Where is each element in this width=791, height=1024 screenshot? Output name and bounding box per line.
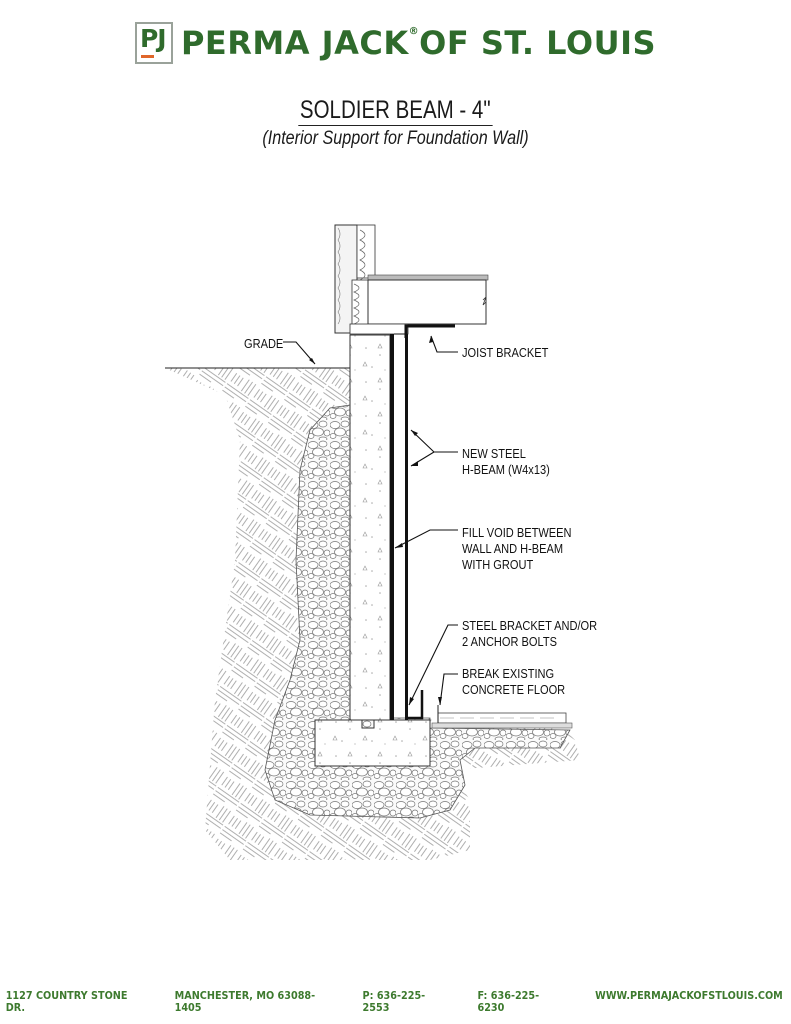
footing bbox=[314, 719, 431, 767]
gravel-backfill bbox=[264, 404, 571, 819]
drawing-title-block: SOLDIER BEAM - 4" (Interior Support for … bbox=[0, 96, 791, 150]
h-beam-flange-right bbox=[405, 334, 408, 720]
brand-name: PERMA JACK®OF ST. LOUIS bbox=[181, 24, 656, 62]
label-grade: GRADE bbox=[244, 336, 284, 351]
logo-accent-bar bbox=[140, 55, 154, 58]
wall-framing bbox=[334, 224, 358, 334]
footer-fax: F: 636-225-6230 bbox=[477, 990, 539, 1014]
bottom-bracket bbox=[408, 690, 424, 720]
label-steel-bracket-line1: STEEL BRACKET AND/OR bbox=[462, 618, 598, 633]
company-header: PJ PERMA JACK®OF ST. LOUIS bbox=[0, 22, 791, 64]
logo-mark: PJ bbox=[139, 24, 167, 53]
footer-city: MANCHESTER, MO 63088-1405 bbox=[175, 990, 316, 1014]
contact-footer: 1127 COUNTRY STONE DR. MANCHESTER, MO 63… bbox=[0, 990, 791, 1014]
joist-bracket bbox=[404, 324, 455, 338]
brand-name-suffix: OF ST. LOUIS bbox=[419, 24, 657, 62]
label-break-floor-line2: CONCRETE FLOOR bbox=[462, 682, 566, 697]
drawing-subtitle: (Interior Support for Foundation Wall) bbox=[262, 128, 529, 149]
subfloor bbox=[367, 274, 489, 281]
pj-logo-icon: PJ bbox=[134, 22, 173, 64]
label-fill-void-line3: WITH GROUT bbox=[462, 557, 534, 572]
brand-name-main: PERMA JACK bbox=[180, 24, 409, 62]
label-joist-bracket: JOIST BRACKET bbox=[462, 345, 549, 360]
floor-joist bbox=[367, 279, 487, 325]
label-new-steel-line2: H-BEAM (W4x13) bbox=[462, 462, 550, 477]
foundation-wall bbox=[349, 334, 391, 721]
label-fill-void-line1: FILL VOID BETWEEN bbox=[462, 525, 572, 540]
drawing-title: SOLDIER BEAM - 4" bbox=[298, 96, 493, 126]
label-steel-bracket-line2: 2 ANCHOR BOLTS bbox=[462, 634, 557, 649]
footer-phone: P: 636-225-2553 bbox=[363, 990, 426, 1014]
label-new-steel-line1: NEW STEEL bbox=[462, 446, 526, 461]
label-break-floor-line1: BREAK EXISTING bbox=[462, 666, 555, 681]
footer-website[interactable]: WWW.PERMAJACKOFSTLOUIS.COM bbox=[595, 990, 783, 1002]
label-fill-void-line2: WALL AND H-BEAM bbox=[462, 541, 564, 556]
footer-address: 1127 COUNTRY STONE DR. bbox=[5, 990, 128, 1014]
h-beam-flange-left bbox=[390, 334, 394, 720]
registered-mark: ® bbox=[408, 26, 420, 37]
